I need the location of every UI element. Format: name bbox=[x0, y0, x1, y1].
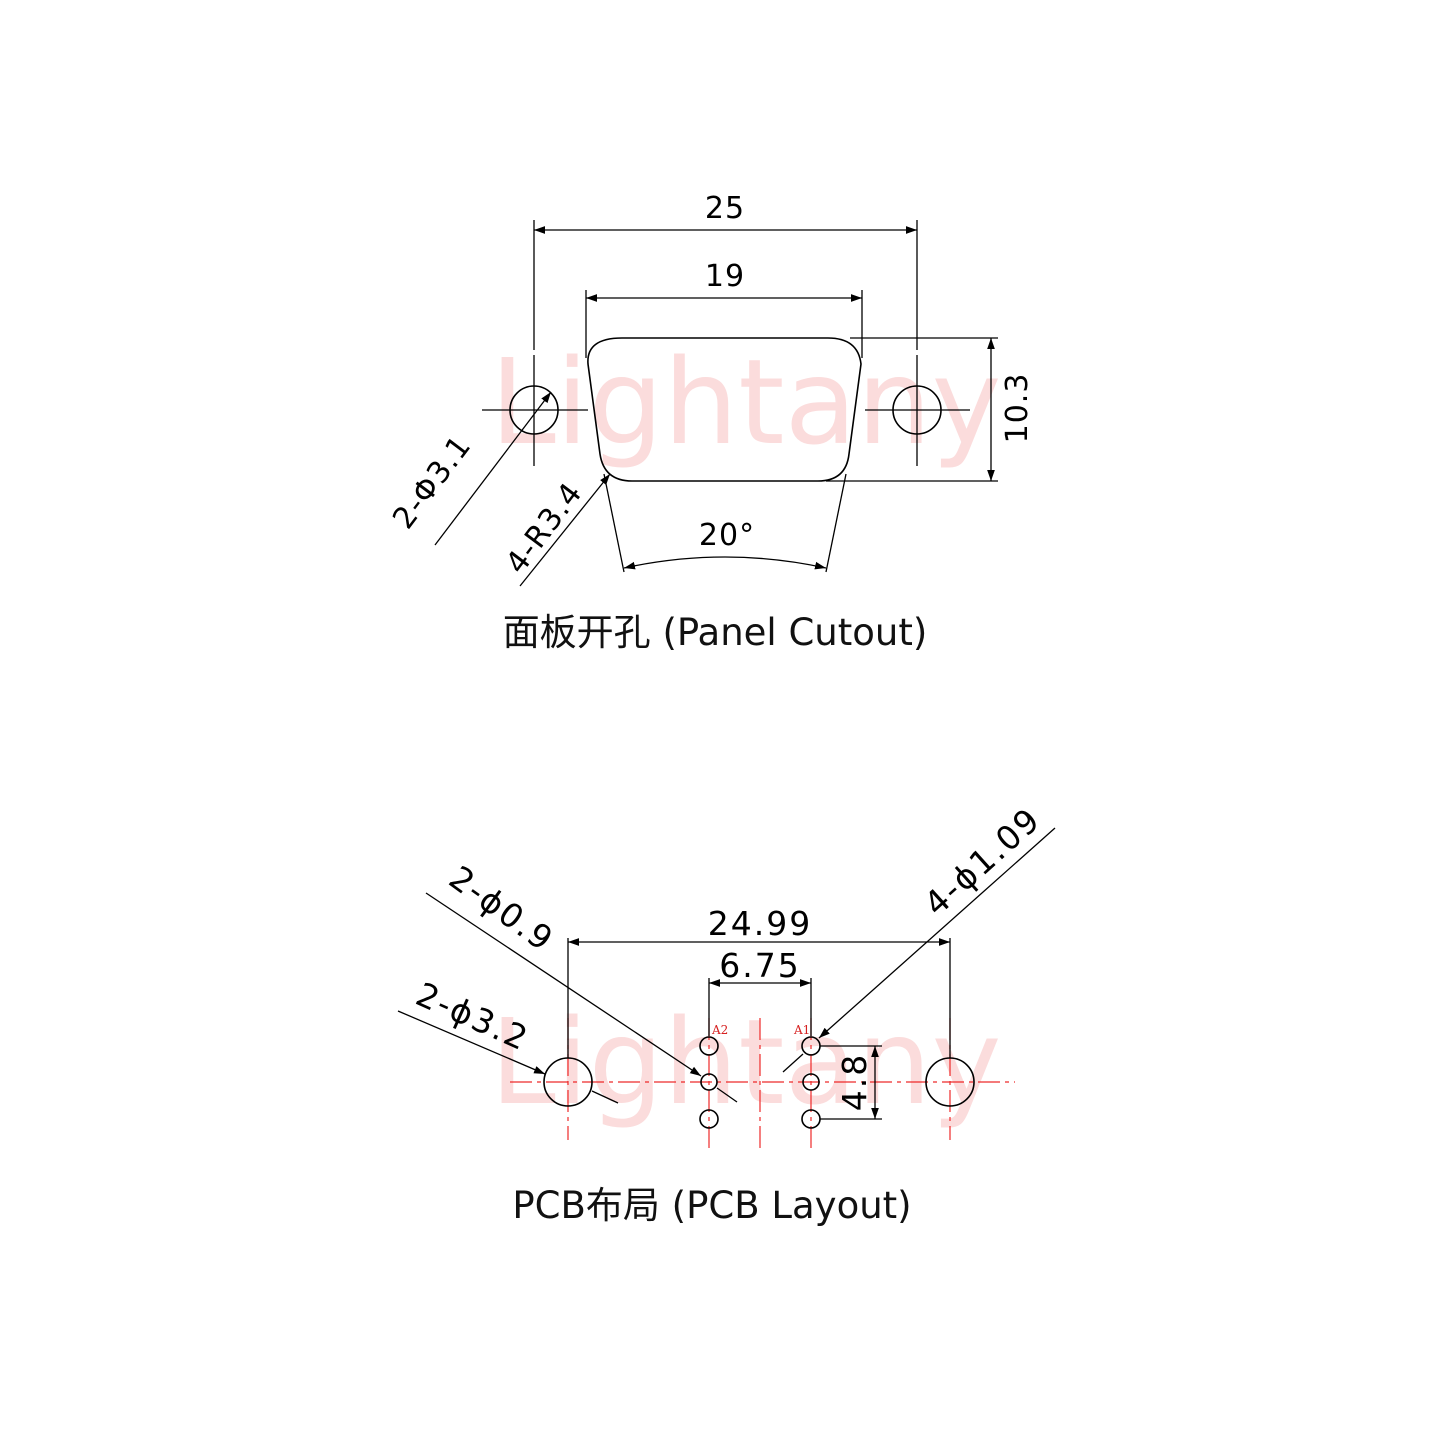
pin-right-middle bbox=[802, 1073, 820, 1091]
pin-left-middle bbox=[700, 1073, 718, 1091]
dim-overall-width: 25 bbox=[705, 191, 745, 226]
pin-label-a1: A1 bbox=[793, 1023, 810, 1037]
leader-signal-holes bbox=[818, 827, 1056, 1039]
leader-mount-holes bbox=[434, 391, 552, 546]
pcb-caption: PCB布局 (PCB Layout) bbox=[512, 1184, 911, 1227]
dim-small-holes: 2-ϕ0.9 bbox=[442, 858, 561, 960]
pin-label-a2: A2 bbox=[711, 1023, 728, 1037]
watermark-panel: Lightany bbox=[490, 333, 1001, 471]
dim-mount-span: 24.99 bbox=[708, 904, 812, 943]
dim-cutout-width: 19 bbox=[705, 259, 745, 294]
dim-signal-holes: 4-ϕ1.09 bbox=[916, 799, 1048, 923]
dim-height: 10.3 bbox=[1000, 373, 1035, 444]
leader-pcb-mount-holes bbox=[397, 1010, 546, 1075]
dim-angle: 20° bbox=[699, 518, 755, 553]
watermark-pcb: Lightany bbox=[490, 993, 1001, 1131]
dim-pin-pitch: 4.8 bbox=[835, 1053, 874, 1111]
dim-mount-holes: 2-Φ3.1 bbox=[386, 429, 478, 536]
dim-arc-angle bbox=[623, 556, 827, 570]
panel-cutout-view: Lightany 25 19 10.3 20° 2-Φ bbox=[386, 191, 1035, 654]
panel-caption: 面板开孔 (Panel Cutout) bbox=[503, 611, 928, 654]
dim-pin-row-span: 6.75 bbox=[719, 946, 800, 985]
cutout-outline bbox=[587, 337, 862, 482]
leader-small-holes bbox=[425, 892, 702, 1077]
dim-pcb-mount-holes: 2-ϕ3.2 bbox=[410, 974, 535, 1058]
pin-a2 bbox=[699, 1036, 719, 1056]
pcb-layout-view: Lightany A2 A1 24.99 6.75 bbox=[397, 799, 1056, 1227]
dim-corner-radius: 4-R3.4 bbox=[499, 476, 590, 580]
pin-left-bottom bbox=[699, 1109, 719, 1129]
leader-corner-radius bbox=[519, 473, 611, 587]
